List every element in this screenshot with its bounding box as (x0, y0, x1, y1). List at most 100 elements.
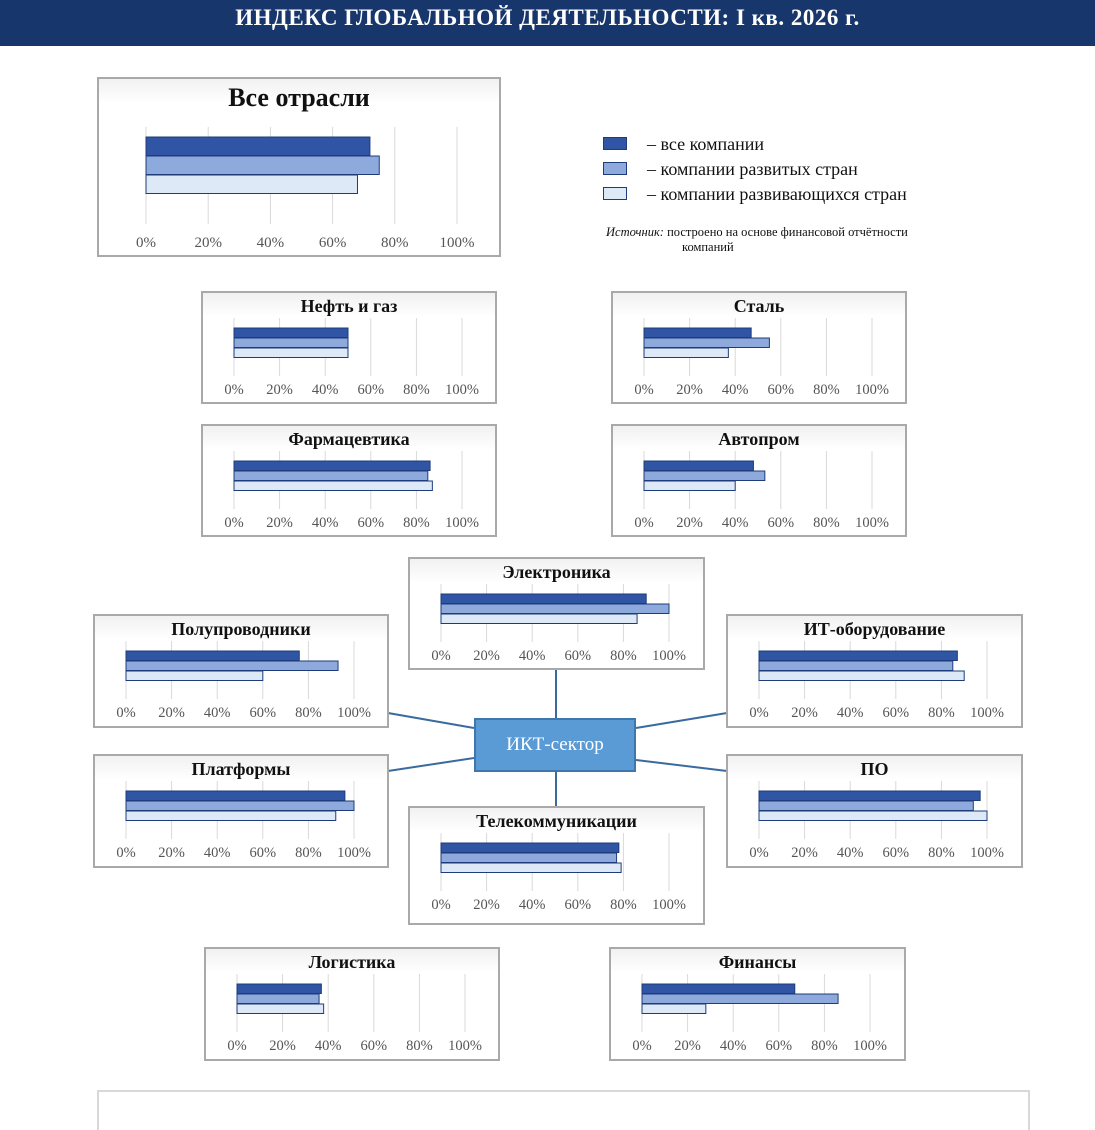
tick-label: 0% (227, 1038, 246, 1054)
bar-chart-logistics: 0%20%40%60%80%100% (227, 974, 482, 1054)
connector-platforms (387, 757, 475, 772)
tick-label: 0% (749, 845, 768, 861)
tick-label: 80% (295, 845, 322, 861)
tick-label: 80% (928, 705, 955, 721)
tick-label: 0% (632, 1038, 651, 1054)
tick-label: 80% (813, 382, 840, 398)
tick-label: 60% (768, 515, 795, 531)
tick-label: 60% (883, 705, 910, 721)
tick-label: 40% (257, 235, 285, 251)
page-title: ИНДЕКС ГЛОБАЛЬНОЙ ДЕЯТЕЛЬНОСТИ: I кв. 20… (235, 5, 860, 30)
tick-label: 80% (610, 648, 637, 664)
bar-developing (236, 1003, 325, 1014)
bar-chart-electronics: 0%20%40%60%80%100% (431, 584, 686, 664)
tick-label: 40% (722, 382, 749, 398)
legend-swatch-all (603, 137, 627, 150)
tick-label: 20% (194, 235, 222, 251)
bar-developed (145, 155, 380, 175)
bar-all (641, 983, 796, 994)
panel-all-industries: Все отрасли 0%20%40%60%80%100% (97, 77, 501, 257)
bar-chart-oil-gas: 0%20%40%60%80%100% (224, 318, 479, 398)
bar-developed (641, 993, 839, 1004)
tick-label: 60% (358, 382, 385, 398)
connector-it-hardware (635, 712, 728, 729)
bar-all (125, 790, 346, 801)
bar-chart-it-hardware: 0%20%40%60%80%100% (749, 641, 1004, 721)
tick-label: 0% (116, 845, 135, 861)
bar-developed (758, 660, 954, 671)
tick-label: 100% (652, 897, 686, 913)
tick-label: 20% (791, 705, 818, 721)
bar-developed (233, 470, 429, 481)
panel-title: Все отрасли (228, 83, 370, 112)
tick-label: 80% (295, 705, 322, 721)
tick-label: 20% (266, 515, 293, 531)
tick-label: 100% (337, 705, 371, 721)
bar-all (145, 136, 371, 156)
bar-all (440, 842, 620, 853)
tick-label: 60% (883, 845, 910, 861)
connector-semiconductors (387, 712, 475, 729)
bar-developing (643, 480, 736, 491)
tick-label: 20% (158, 845, 185, 861)
bar-all (758, 790, 981, 801)
bar-developed (440, 603, 670, 614)
source-line-1: построено на основе финансовой отчётност… (667, 225, 908, 239)
panel-auto: Автопром 0%20%40%60%80%100% (611, 424, 907, 537)
bottom-frame (97, 1090, 1030, 1130)
tick-label: 20% (676, 515, 703, 531)
tick-label: 0% (749, 705, 768, 721)
legend-swatch-developed (603, 162, 627, 175)
panel-steel: Сталь 0%20%40%60%80%100% (611, 291, 907, 404)
tick-label: 60% (768, 382, 795, 398)
bar-developed (440, 852, 618, 863)
bar-developing (145, 174, 358, 194)
panel-electronics: Электроника 0%20%40%60%80%100% (408, 557, 705, 670)
tick-label: 100% (445, 382, 479, 398)
bar-developing (233, 480, 433, 491)
bar-developing (758, 670, 965, 681)
legend-swatch-developing (603, 187, 627, 200)
bar-developing (643, 347, 729, 358)
tick-label: 20% (791, 845, 818, 861)
bar-all (233, 327, 349, 338)
panel-title: Нефть и газ (300, 296, 398, 316)
bar-developing (125, 670, 264, 681)
bar-developed (643, 470, 766, 481)
bar-chart-finance: 0%20%40%60%80%100% (632, 974, 887, 1054)
tick-label: 100% (337, 845, 371, 861)
tick-label: 60% (250, 705, 277, 721)
bar-developing (758, 810, 988, 821)
legend-label: – все компании (647, 134, 764, 154)
panel-software: ПО 0%20%40%60%80%100% (726, 754, 1023, 868)
tick-label: 100% (440, 235, 475, 251)
bar-developing (125, 810, 337, 821)
tick-label: 0% (116, 705, 135, 721)
bar-chart-steel: 0%20%40%60%80%100% (634, 318, 889, 398)
bar-developed (125, 660, 339, 671)
ict-sector-label: ИКТ-сектор (506, 734, 604, 755)
panel-finance: Финансы 0%20%40%60%80%100% (609, 947, 906, 1061)
panel-title: ИТ-оборудование (803, 619, 946, 639)
tick-label: 80% (610, 897, 637, 913)
legend-item-developing: – компании развивающихся стран (603, 183, 907, 208)
tick-label: 20% (266, 382, 293, 398)
panel-logistics: Логистика 0%20%40%60%80%100% (204, 947, 500, 1061)
bar-chart-all-industries: 0%20%40%60%80%100% (136, 127, 475, 251)
legend-item-all: – все компании (603, 133, 907, 158)
bar-developed (643, 337, 770, 348)
bar-chart-platforms: 0%20%40%60%80%100% (116, 781, 371, 861)
tick-label: 20% (676, 382, 703, 398)
tick-label: 40% (204, 845, 231, 861)
tick-label: 80% (928, 845, 955, 861)
tick-label: 100% (970, 845, 1004, 861)
tick-label: 40% (315, 1038, 342, 1054)
tick-label: 20% (158, 705, 185, 721)
tick-label: 0% (431, 648, 450, 664)
bar-chart-auto: 0%20%40%60%80%100% (634, 451, 889, 531)
tick-label: 40% (837, 705, 864, 721)
panel-title: Электроника (502, 562, 611, 582)
bar-chart-semiconductors: 0%20%40%60%80%100% (116, 641, 371, 721)
page-header: ИНДЕКС ГЛОБАЛЬНОЙ ДЕЯТЕЛЬНОСТИ: I кв. 20… (0, 0, 1095, 46)
